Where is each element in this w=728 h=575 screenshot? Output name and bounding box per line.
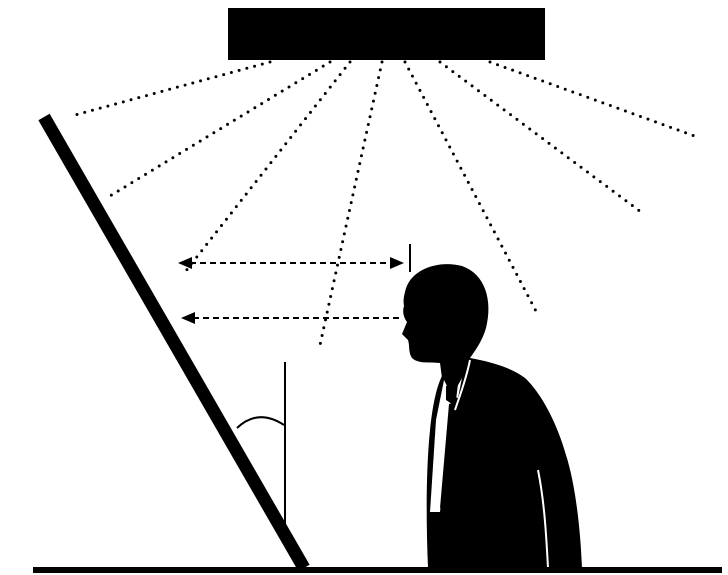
upper-distance-arrow — [178, 257, 404, 269]
ceiling-light — [228, 8, 545, 60]
angle-arc — [237, 417, 284, 428]
light-rays — [75, 62, 700, 345]
tilted-screen — [44, 117, 304, 568]
arrowhead-left — [181, 312, 195, 324]
arrowhead-right — [390, 257, 404, 269]
arrowhead-left — [178, 257, 192, 269]
light-ray — [440, 62, 645, 215]
light-ray — [110, 62, 330, 196]
person-silhouette — [402, 264, 582, 568]
distance-arrows — [178, 257, 404, 324]
lower-distance-arrow — [181, 312, 400, 324]
light-ray — [185, 62, 350, 272]
light-ray — [320, 62, 382, 345]
light-ray — [490, 62, 700, 138]
light-ray — [75, 62, 270, 115]
